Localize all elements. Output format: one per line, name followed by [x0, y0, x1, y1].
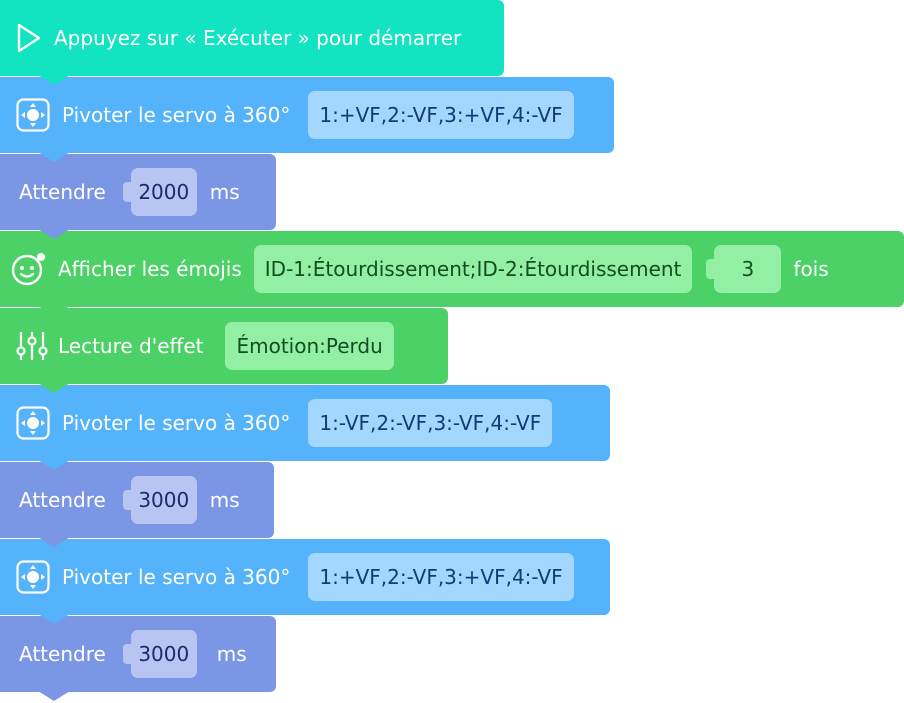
equalizer-icon [16, 330, 48, 362]
emoji-repeat-unit: fois [793, 257, 829, 281]
effect-selection-field[interactable]: Émotion:Perdu [225, 322, 394, 370]
servo-block[interactable]: Pivoter le servo à 360° 1:+VF,2:-VF,3:+V… [0, 539, 610, 624]
servo-label: Pivoter le servo à 360° [62, 565, 291, 589]
emoji-selection-field[interactable]: ID-1:Étourdissement;ID-2:Étourdissement [253, 245, 693, 293]
effect-label: Lecture d'effet [58, 334, 204, 358]
wait-label: Attendre [19, 642, 106, 666]
wait-label: Attendre [19, 488, 106, 512]
wait-duration-input[interactable]: 3000 [122, 476, 197, 524]
servo-icon [16, 406, 50, 440]
servo-label: Pivoter le servo à 360° [62, 411, 291, 435]
wait-label: Attendre [19, 180, 106, 204]
servo-label: Pivoter le servo à 360° [62, 103, 291, 127]
wait-unit: ms [209, 180, 240, 204]
wait-block[interactable]: Attendre 3000 ms [0, 462, 274, 547]
servo-speed-field[interactable]: 1:+VF,2:-VF,3:+VF,4:-VF [308, 553, 574, 601]
emoji-face-icon [10, 251, 48, 287]
emoji-block[interactable]: Afficher les émojis ID-1:Étourdissement;… [0, 231, 904, 316]
effect-block[interactable]: Lecture d'effet Émotion:Perdu [0, 308, 448, 393]
wait-unit: ms [209, 488, 240, 512]
wait-block[interactable]: Attendre 3000 ms [0, 616, 276, 701]
servo-speed-field[interactable]: 1:+VF,2:-VF,3:+VF,4:-VF [308, 91, 574, 139]
wait-duration-input[interactable]: 3000 [122, 630, 197, 678]
servo-icon [16, 98, 50, 132]
servo-block[interactable]: Pivoter le servo à 360° 1:-VF,2:-VF,3:-V… [0, 385, 610, 470]
emoji-repeat-input[interactable]: 3 [706, 245, 782, 293]
servo-speed-field[interactable]: 1:-VF,2:-VF,3:-VF,4:-VF [308, 399, 553, 447]
play-icon [16, 23, 42, 53]
wait-unit: ms [216, 642, 247, 666]
wait-block[interactable]: Attendre 2000 ms [0, 154, 276, 239]
start-label: Appuyez sur « Exécuter » pour démarrer [54, 26, 462, 50]
start-block[interactable]: Appuyez sur « Exécuter » pour démarrer [0, 0, 504, 85]
servo-block[interactable]: Pivoter le servo à 360° 1:+VF,2:-VF,3:+V… [0, 77, 614, 162]
wait-duration-input[interactable]: 2000 [122, 168, 197, 216]
emoji-label: Afficher les émojis [58, 257, 242, 281]
servo-icon [16, 560, 50, 594]
